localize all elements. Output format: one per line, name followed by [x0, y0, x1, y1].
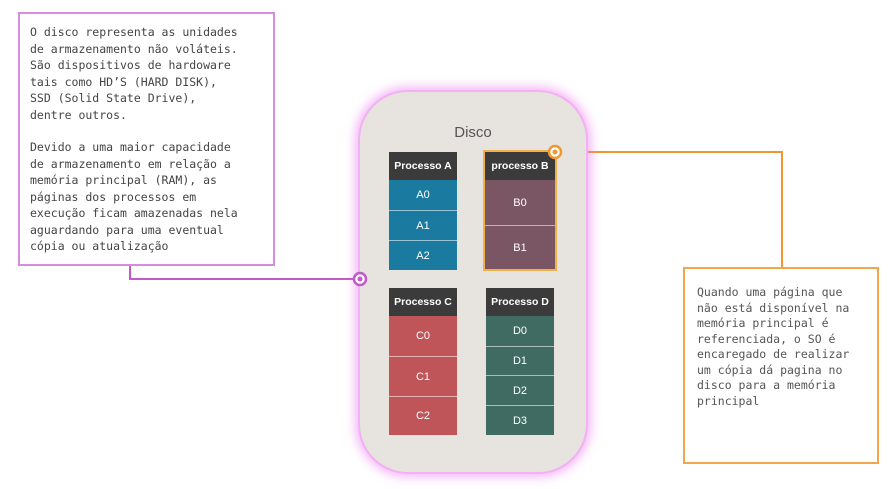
page-b1: B1: [485, 225, 555, 269]
page-fault-note: Quando uma página que não está disponíve…: [683, 267, 879, 464]
page-b0: B0: [485, 180, 555, 225]
process-b-highlight: [483, 150, 557, 271]
page-a1: A1: [389, 210, 457, 240]
left-connector-line: [129, 266, 360, 280]
right-connector-dot-center: [552, 149, 558, 155]
page-d0: D0: [486, 316, 554, 346]
page-fault-note-text: Quando uma página que não está disponíve…: [697, 285, 850, 408]
right-connector-line: [555, 151, 783, 267]
disk-title: Disco: [454, 124, 492, 141]
disk-description-note: O disco representa as unidades de armaze…: [18, 12, 275, 266]
process-d-header: Processo D: [486, 288, 554, 316]
page-a2: A2: [389, 240, 457, 270]
page-c2: C2: [389, 396, 457, 435]
page-c0: C0: [389, 316, 457, 356]
page-d3: D3: [486, 405, 554, 435]
page-d2: D2: [486, 375, 554, 405]
page-c1: C1: [389, 356, 457, 396]
page-a0: A0: [389, 180, 457, 210]
process-b-header: processo B: [485, 152, 555, 180]
left-connector-dot-center: [357, 276, 363, 282]
process-a-header: Processo A: [389, 152, 457, 180]
process-c-header: Processo C: [389, 288, 457, 316]
disk-description-paragraph-2: Devido a uma maior capacidade de armazen…: [30, 140, 238, 253]
page-d1: D1: [486, 346, 554, 375]
disk-description-paragraph-1: O disco representa as unidades de armaze…: [30, 25, 238, 122]
